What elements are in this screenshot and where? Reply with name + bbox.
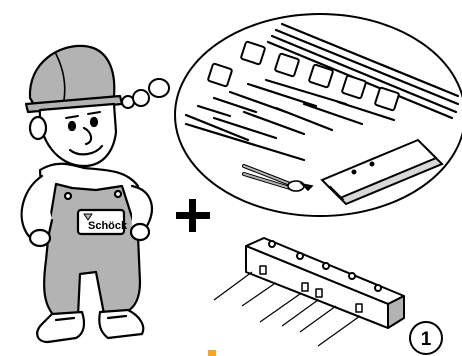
right-boot	[98, 308, 145, 340]
instruction-booklet-icon	[320, 138, 444, 206]
overalls	[43, 182, 142, 320]
worker-figure	[20, 44, 153, 344]
bubble-rebar-lines	[184, 22, 460, 162]
pliers-icon	[242, 164, 314, 192]
left-boot	[36, 310, 86, 344]
rebar-spacer-strip	[213, 237, 405, 347]
plus-icon	[176, 199, 210, 232]
helmet	[28, 44, 120, 110]
step-number: 1	[421, 329, 432, 350]
face	[38, 102, 118, 168]
accent-mark	[208, 350, 216, 356]
logo-text: Schöck	[88, 220, 128, 232]
bubble-stirrups	[207, 40, 400, 112]
step-badge: 1	[409, 321, 443, 355]
